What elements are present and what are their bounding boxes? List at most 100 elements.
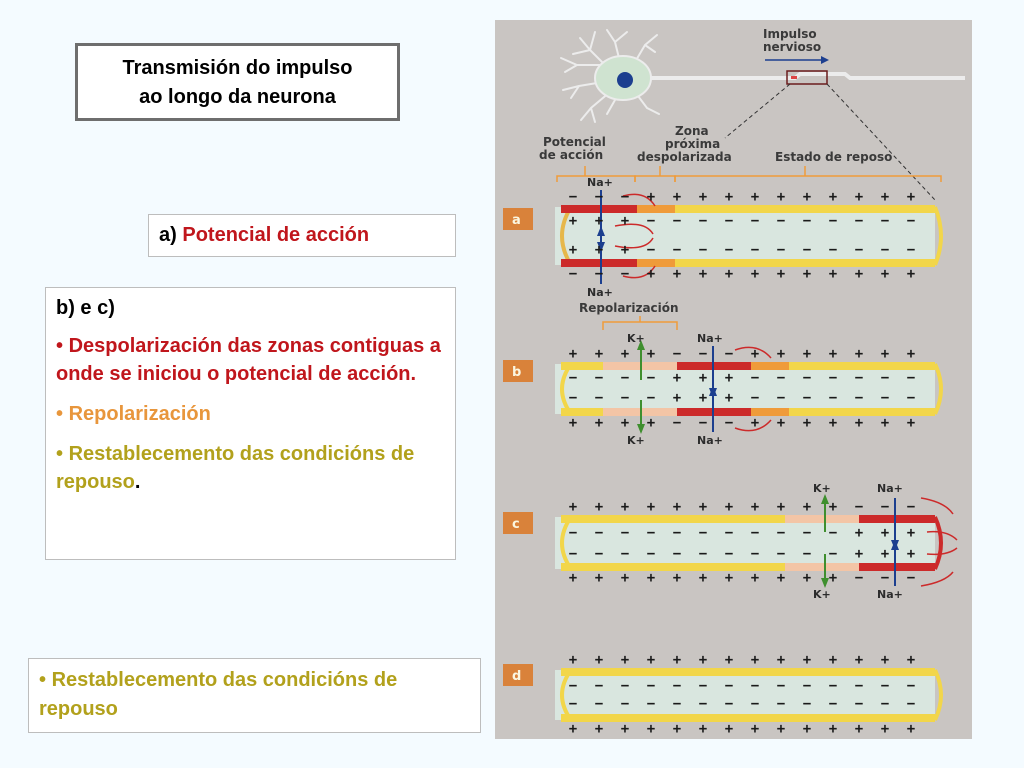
minus-charge: − [881, 370, 889, 386]
plus-charge: + [699, 266, 707, 282]
plus-charge: + [621, 570, 629, 586]
minus-charge: − [725, 525, 733, 541]
plus-charge: + [907, 189, 915, 205]
plus-charge: + [803, 189, 811, 205]
plus-charge: + [803, 652, 811, 668]
plus-charge: + [881, 525, 889, 541]
minus-charge: − [725, 546, 733, 562]
plus-charge: + [855, 266, 863, 282]
minus-charge: − [647, 213, 655, 229]
impulse-label-2: nervioso [763, 40, 821, 54]
panel-a-tag [503, 208, 533, 230]
minus-charge: − [673, 213, 681, 229]
minus-charge: − [699, 213, 707, 229]
minus-charge: − [803, 525, 811, 541]
minus-charge: − [803, 696, 811, 712]
plus-charge: + [621, 213, 629, 229]
minus-charge: − [569, 390, 577, 406]
plus-charge: + [621, 499, 629, 515]
minus-charge: − [595, 678, 603, 694]
minus-charge: − [725, 213, 733, 229]
minus-charge: − [829, 696, 837, 712]
minus-charge: − [803, 678, 811, 694]
plus-charge: + [777, 499, 785, 515]
plus-charge: + [725, 390, 733, 406]
panel-c: c K+ K+ Na+ Na+ [503, 482, 958, 601]
minus-charge: − [621, 696, 629, 712]
zone-label-dep-2: próxima [665, 137, 720, 151]
title-line-1: Transmisión do impulso [122, 57, 353, 79]
minus-charge: − [777, 696, 785, 712]
minus-charge: − [881, 213, 889, 229]
plus-charge: + [751, 189, 759, 205]
minus-charge: − [725, 678, 733, 694]
minus-charge: − [725, 696, 733, 712]
minus-charge: − [855, 499, 863, 515]
zone-label-rest: Estado de reposo [775, 150, 892, 164]
plus-charge: + [777, 652, 785, 668]
neuron-illustration: Impulso nervioso [560, 27, 965, 201]
minus-charge: − [647, 696, 655, 712]
neuron-nucleus [617, 72, 633, 88]
plus-charge: + [699, 390, 707, 406]
plus-charge: + [621, 721, 629, 737]
bullet-depolarization: • Despolarización das zonas contiguas a … [56, 332, 445, 388]
plus-charge: + [829, 266, 837, 282]
section-bc-heading: b) e c) [56, 297, 115, 319]
minus-charge: − [569, 266, 577, 282]
plus-charge: + [803, 415, 811, 431]
minus-charge: − [777, 370, 785, 386]
minus-charge: − [881, 570, 889, 586]
plus-charge: + [569, 213, 577, 229]
section-a-text: Potencial de acción [182, 224, 370, 246]
minus-charge: − [569, 696, 577, 712]
plus-charge: + [699, 570, 707, 586]
plus-charge: + [751, 266, 759, 282]
zone-label-dep-3: despolarizada [637, 150, 732, 164]
panel-c-k-top: K+ [813, 482, 831, 495]
plus-charge: + [881, 189, 889, 205]
plus-charge: + [621, 242, 629, 258]
minus-charge: − [621, 189, 629, 205]
minus-charge: − [777, 390, 785, 406]
minus-charge: − [829, 546, 837, 562]
section-a-prefix: a) [159, 224, 177, 246]
bullet-repolarization-text: Repolarización [68, 403, 211, 425]
minus-charge: − [647, 678, 655, 694]
minus-charge: − [673, 525, 681, 541]
plus-charge: + [907, 346, 915, 362]
zone-label-dep-1: Zona [675, 124, 709, 138]
plus-charge: + [829, 652, 837, 668]
minus-charge: − [907, 213, 915, 229]
minus-charge: − [829, 213, 837, 229]
plus-charge: + [569, 415, 577, 431]
minus-charge: − [673, 346, 681, 362]
panel-a-na-bottom: Na+ [587, 286, 613, 299]
minus-charge: − [699, 525, 707, 541]
minus-charge: − [595, 390, 603, 406]
minus-charge: − [673, 546, 681, 562]
minus-charge: − [829, 678, 837, 694]
minus-charge: − [699, 415, 707, 431]
title-box: Transmisión do impulso ao longo da neuro… [75, 43, 400, 121]
neuron-impulse-diagram: Impulso nervioso Potencial de acción Zon… [495, 20, 972, 739]
plus-charge: + [647, 570, 655, 586]
plus-charge: + [673, 189, 681, 205]
panel-b: b K+ K+ Na+ Na+ [503, 332, 943, 447]
plus-charge: + [647, 346, 655, 362]
zoom-box [786, 70, 828, 85]
minus-charge: − [751, 696, 759, 712]
minus-charge: − [907, 370, 915, 386]
plus-charge: + [777, 415, 785, 431]
plus-charge: + [777, 346, 785, 362]
panel-b-k-bottom: K+ [627, 434, 645, 447]
minus-charge: − [647, 370, 655, 386]
zone-label-ap-2: de acción [539, 148, 603, 162]
minus-charge: − [803, 242, 811, 258]
minus-charge: − [751, 242, 759, 258]
minus-charge: − [725, 346, 733, 362]
plus-charge: + [647, 721, 655, 737]
minus-charge: − [725, 415, 733, 431]
minus-charge: − [751, 678, 759, 694]
minus-charge: − [855, 213, 863, 229]
